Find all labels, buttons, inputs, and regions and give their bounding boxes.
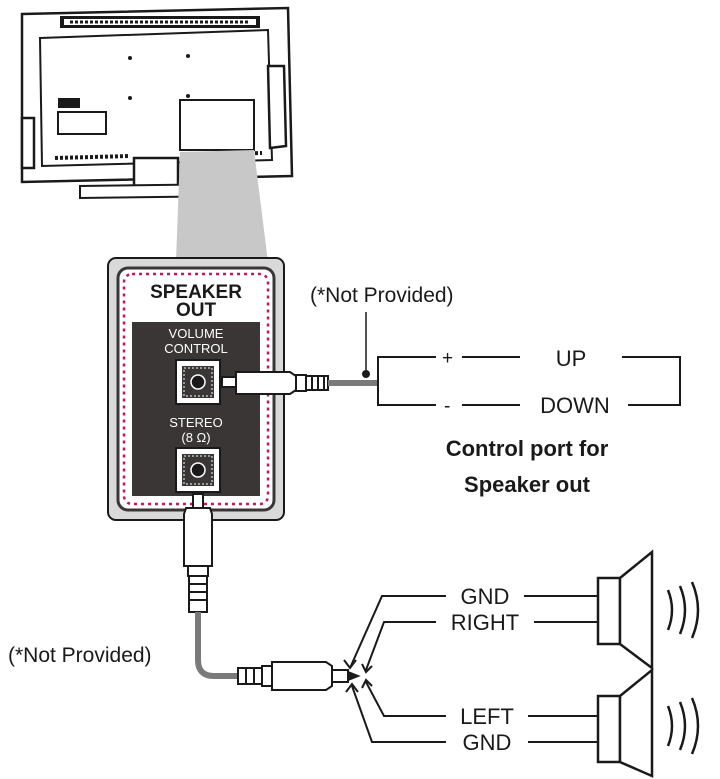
speaker-not-provided-label: (*Not Provided) [8,644,152,667]
stereo-plug [183,493,213,613]
control-wiring [377,356,681,406]
panel-title-line1: SPEAKER [150,282,242,303]
speaker-cable [195,612,238,679]
stereo-jack [175,447,221,493]
left-speaker-icon [596,667,700,778]
control-caption-line2: Speaker out [464,472,591,497]
control-caption-line1: Control port for [446,436,609,461]
control-not-provided-label: (*Not Provided) [310,284,454,307]
right-speaker-icon [596,549,700,671]
control-plus-label: + [442,348,453,369]
speaker-plug [237,661,361,691]
callout-wedge [176,150,268,262]
speaker-right-label: RIGHT [451,610,519,635]
speaker-gnd-bottom-label: GND [463,730,512,755]
control-plug [221,371,329,395]
control-up-label: UP [556,346,587,371]
volume-control-label-line1: VOLUME [169,326,224,341]
control-minus-label: - [444,396,450,417]
panel-title-line2: OUT [176,300,217,321]
stereo-label-line2: (8 Ω) [181,430,210,445]
speaker-wiring [343,595,598,743]
volume-control-jack [175,359,221,405]
speaker-left-label: LEFT [460,704,514,729]
tv-rear-view [20,6,294,200]
speaker-gnd-top-label: GND [461,584,510,609]
speaker-out-panel: SPEAKER OUT VOLUME CONTROL STEREO (8 Ω) [107,257,285,521]
control-down-label: DOWN [540,393,610,418]
volume-control-label-line2: CONTROL [164,341,228,356]
stereo-label-line1: STEREO [169,415,222,430]
